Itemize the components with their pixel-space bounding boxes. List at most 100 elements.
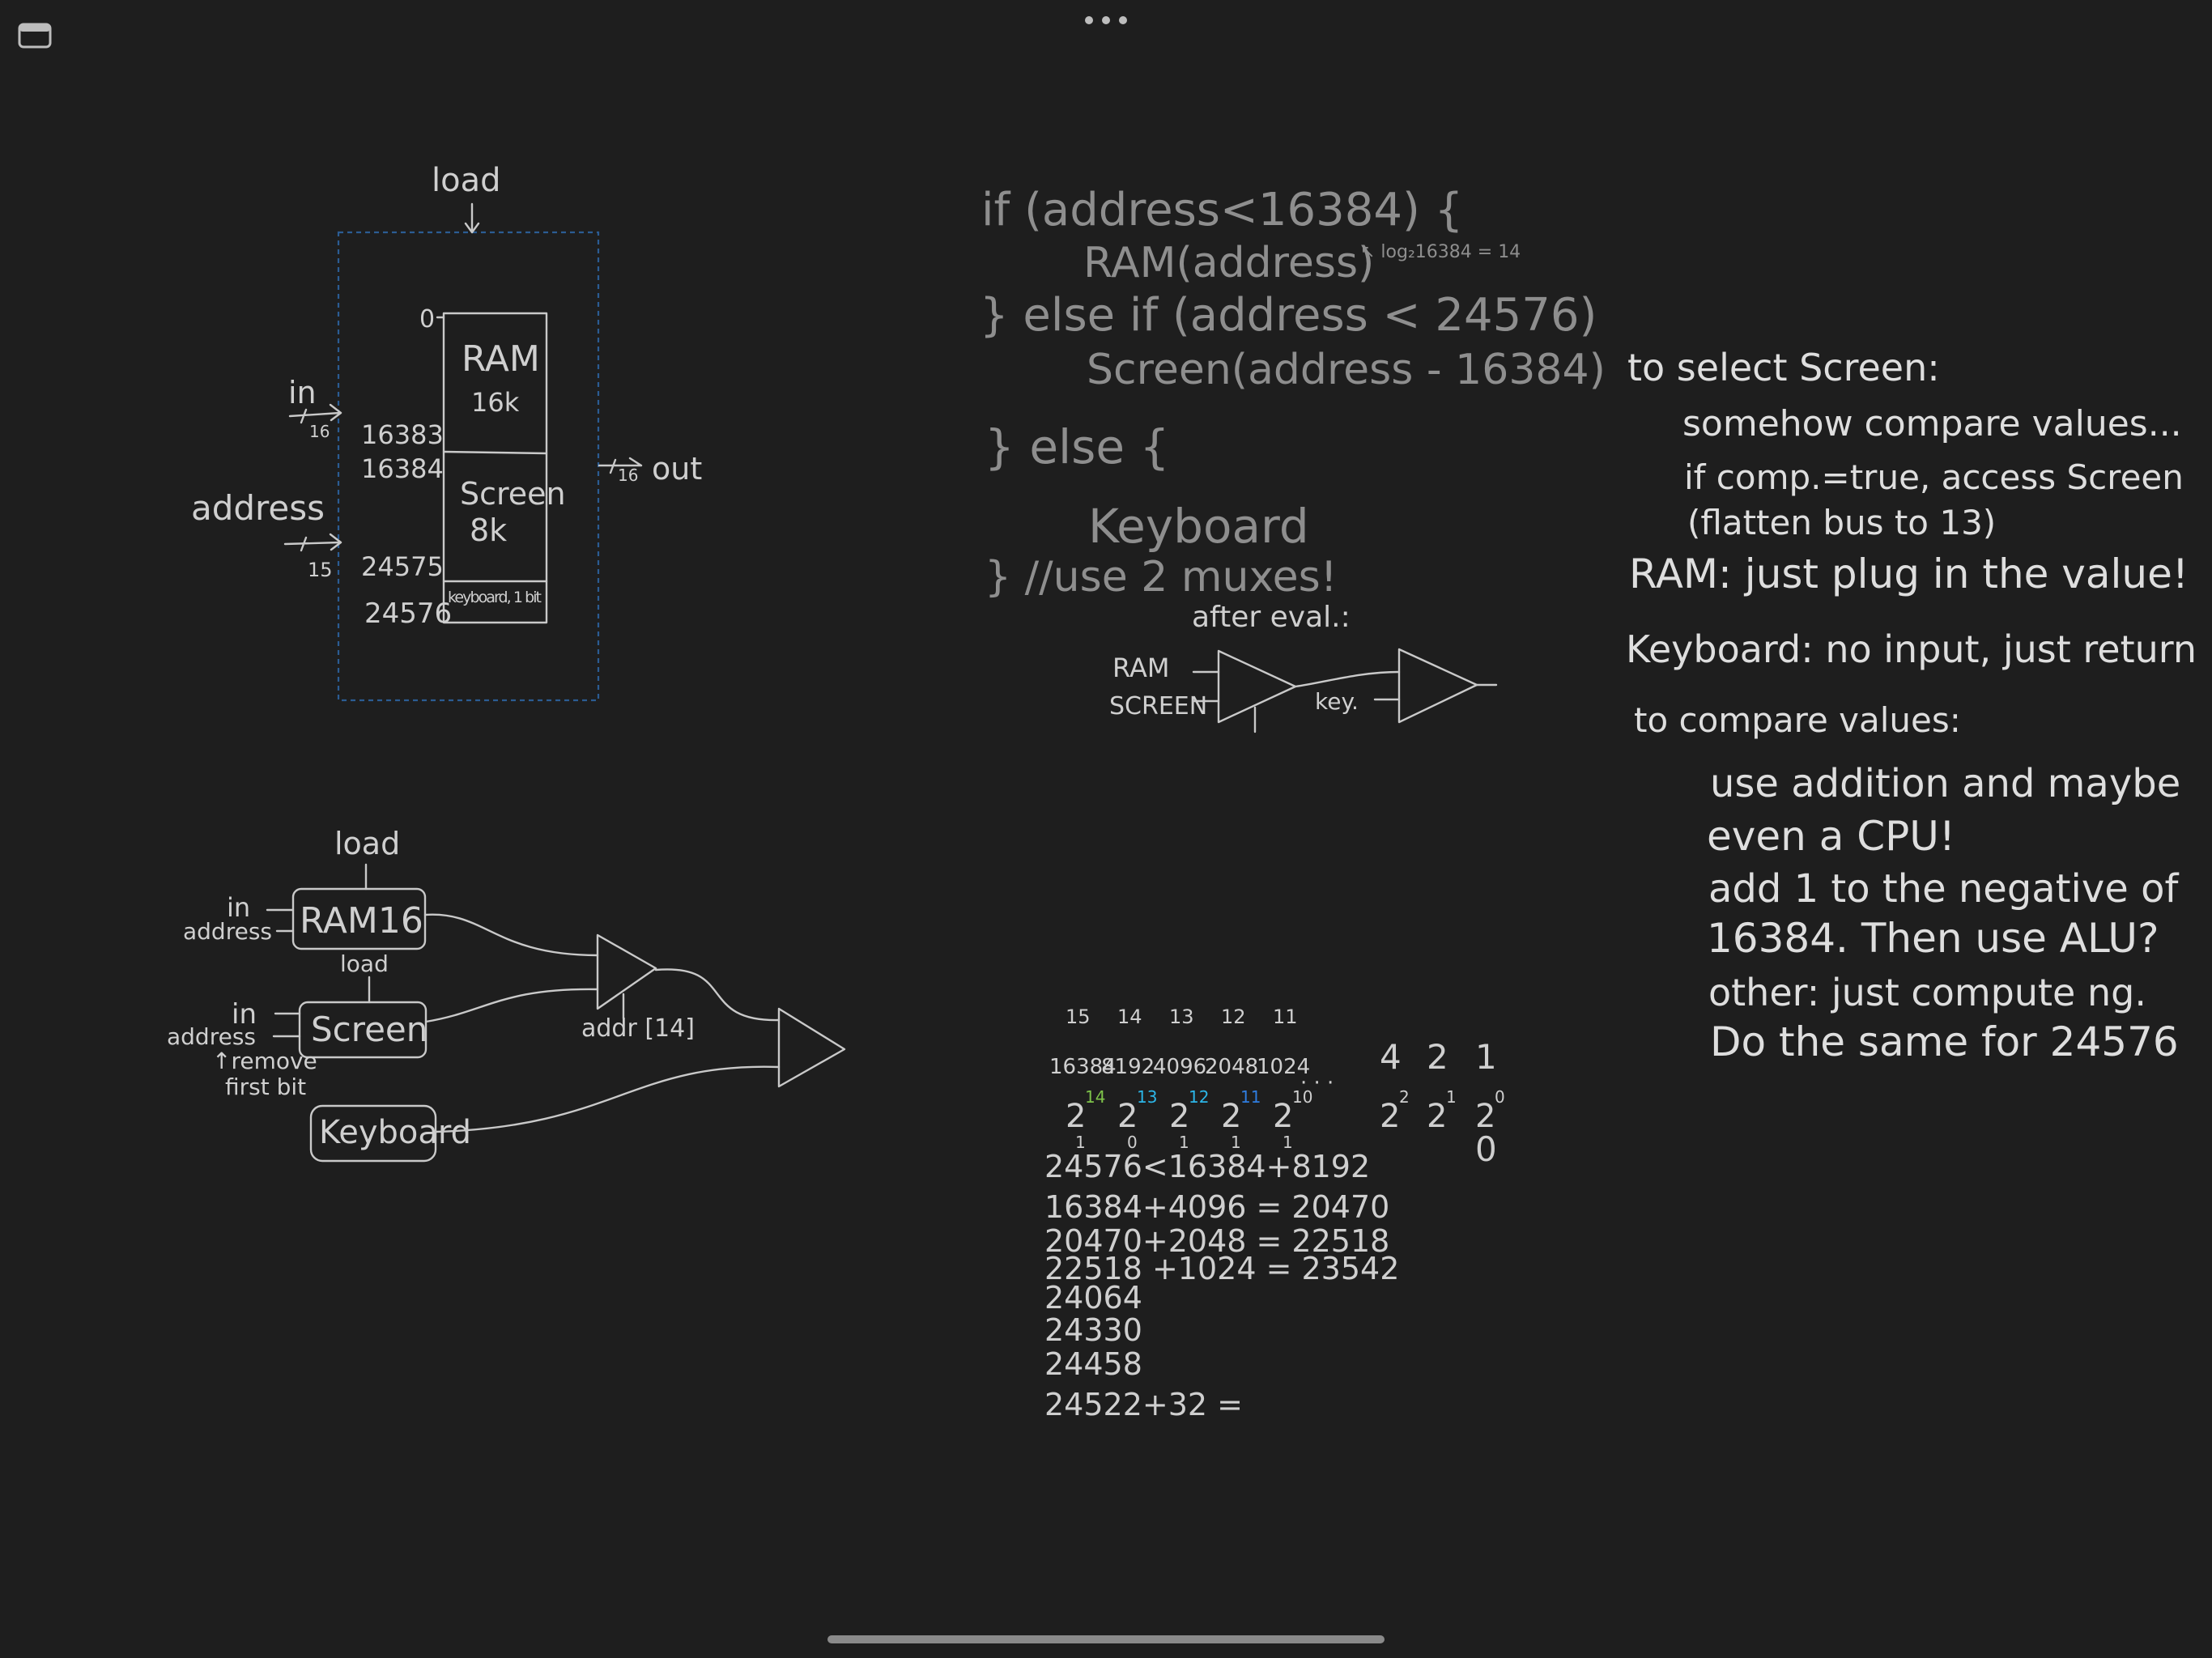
note-12: other: just compute ng. xyxy=(1708,971,2146,1014)
note-13: Do the same for 24576 xyxy=(1710,1018,2179,1065)
sum-line-7: 24458 xyxy=(1044,1346,1142,1382)
ram-screen-divider xyxy=(442,450,548,455)
ram16-chip-label: RAM16 xyxy=(300,900,423,942)
sidebar-toggle-icon xyxy=(18,23,52,49)
bit-digit: 1 xyxy=(1075,1133,1086,1152)
address-24575: 24575 xyxy=(361,551,444,582)
address-label: address xyxy=(191,488,325,528)
note-9: even a CPU! xyxy=(1707,813,1955,860)
place-value-8192: 8192 xyxy=(1101,1055,1155,1079)
screen-chip xyxy=(298,1001,428,1059)
ellipsis-dots: · · · xyxy=(1300,1071,1334,1095)
out-arrow xyxy=(598,457,643,474)
after-eval-label: after eval.: xyxy=(1192,601,1351,634)
sum-line-3: 20470+2048 = 22518 xyxy=(1044,1223,1389,1259)
place-value-2048: 2048 xyxy=(1205,1055,1258,1079)
code-line-6: Keyboard xyxy=(1088,499,1309,554)
bit-position-11: 11 xyxy=(1273,1005,1298,1028)
mux-2 xyxy=(777,1007,846,1088)
bit-digit: 1 xyxy=(1231,1133,1241,1152)
bit-position-15: 15 xyxy=(1066,1005,1091,1028)
power-exponent-14: 14 xyxy=(1085,1087,1105,1107)
address-16384: 16384 xyxy=(361,453,444,484)
sum-line-2: 16384+4096 = 20470 xyxy=(1044,1189,1389,1225)
code-line-2-note: ↖ log₂16384 = 14 xyxy=(1360,242,1521,262)
bit-position-14: 14 xyxy=(1117,1005,1142,1028)
eval-mux-2 xyxy=(1397,648,1478,724)
memory-map-diagram: load 0 RAM 16k Screen 8k keyboard, 1 bit… xyxy=(191,162,702,702)
memory-column xyxy=(442,312,548,624)
place-value-1024: 1024 xyxy=(1257,1055,1310,1079)
note-10: add 1 to the negative of xyxy=(1708,866,2179,912)
mux-screen-label: SCREEN xyxy=(1109,692,1207,721)
screen-size: 8k xyxy=(470,512,507,548)
small-power-base: 2 xyxy=(1427,1098,1447,1135)
code-line-4: Screen(address - 16384) xyxy=(1087,346,1606,394)
home-indicator xyxy=(827,1635,1385,1643)
code-line-2: RAM(address) xyxy=(1083,239,1374,287)
address-24576: 24576 xyxy=(364,597,452,630)
mux-address-label: addr [14] xyxy=(581,1014,695,1043)
small-power-exponent-2: 2 xyxy=(1399,1087,1410,1107)
sum-line-8: 24522+32 = xyxy=(1044,1387,1243,1422)
code-line-7: } //use 2 muxes! xyxy=(985,553,1338,602)
bit-digit: 0 xyxy=(1127,1133,1138,1152)
keyboard-bit-label: keyboard, 1 bit xyxy=(448,589,542,606)
power-base: 2 xyxy=(1169,1098,1189,1135)
in-bus-width: 16 xyxy=(309,422,330,441)
in-label: in xyxy=(288,375,317,410)
small-zero: 0 xyxy=(1475,1129,1497,1169)
mux-ram-label: RAM xyxy=(1112,653,1169,683)
screen-chip-label: Screen xyxy=(311,1010,428,1049)
ram-title: RAM xyxy=(462,338,540,380)
power-base: 2 xyxy=(1117,1098,1138,1135)
place-value-16384: 16384 xyxy=(1049,1055,1117,1079)
keyboard-chip-label: Keyboard xyxy=(319,1114,471,1151)
screen-address-label: address xyxy=(167,1023,256,1050)
ram16-address-label: address xyxy=(183,918,272,945)
mux-1 xyxy=(596,933,657,1010)
memory-load-label: load xyxy=(432,162,501,199)
ram-size: 16k xyxy=(471,387,520,418)
mux-key-label: key. xyxy=(1315,688,1359,715)
power-exponent-11: 11 xyxy=(1240,1087,1261,1107)
power-base: 2 xyxy=(1221,1098,1241,1135)
sidebar-toggle-button[interactable] xyxy=(18,23,52,49)
note-7: to compare values: xyxy=(1634,700,1961,740)
more-ellipsis-button[interactable] xyxy=(1085,11,1127,29)
in-arrow xyxy=(288,403,342,424)
small-value-4: 4 xyxy=(1380,1037,1402,1077)
remove-note-1: ↑remove xyxy=(212,1048,317,1074)
address-arrow xyxy=(283,533,342,552)
note-11: 16384. Then use ALU? xyxy=(1707,915,2159,962)
memory-outer-dashed-box xyxy=(337,231,600,702)
load-arrow xyxy=(464,202,480,234)
note-2: somehow compare values... xyxy=(1682,403,2182,444)
ram16-in-label: in xyxy=(227,892,250,923)
code-line-5: } else { xyxy=(985,419,1169,474)
address-zero-label: 0 xyxy=(419,305,435,334)
bit-position-13: 13 xyxy=(1169,1005,1194,1028)
screen-title: Screen xyxy=(460,476,566,512)
bit-digit: 1 xyxy=(1283,1133,1293,1152)
screen-load-label: load xyxy=(340,950,389,977)
power-exponent-10: 10 xyxy=(1292,1087,1312,1107)
power-exponent-13: 13 xyxy=(1137,1087,1157,1107)
mux-eval-sketch: after eval.: RAM SCREEN key. xyxy=(1109,601,1498,733)
notes-block: to select Screen: somehow compare values… xyxy=(1626,346,2197,1065)
pseudo-code-block: if (address<16384) { RAM(address) ↖ log₂… xyxy=(980,184,1606,602)
place-value-4096: 4096 xyxy=(1153,1055,1206,1079)
small-power-exponent-0: 0 xyxy=(1495,1087,1505,1107)
more-dot-icon xyxy=(1102,16,1110,24)
small-power-base: 2 xyxy=(1380,1098,1400,1135)
code-line-3: } else if (address < 24576) xyxy=(980,289,1597,342)
note-5: RAM: just plug in the value! xyxy=(1629,551,2189,597)
power-exponent-12: 12 xyxy=(1189,1087,1209,1107)
bit-position-12: 12 xyxy=(1221,1005,1246,1028)
